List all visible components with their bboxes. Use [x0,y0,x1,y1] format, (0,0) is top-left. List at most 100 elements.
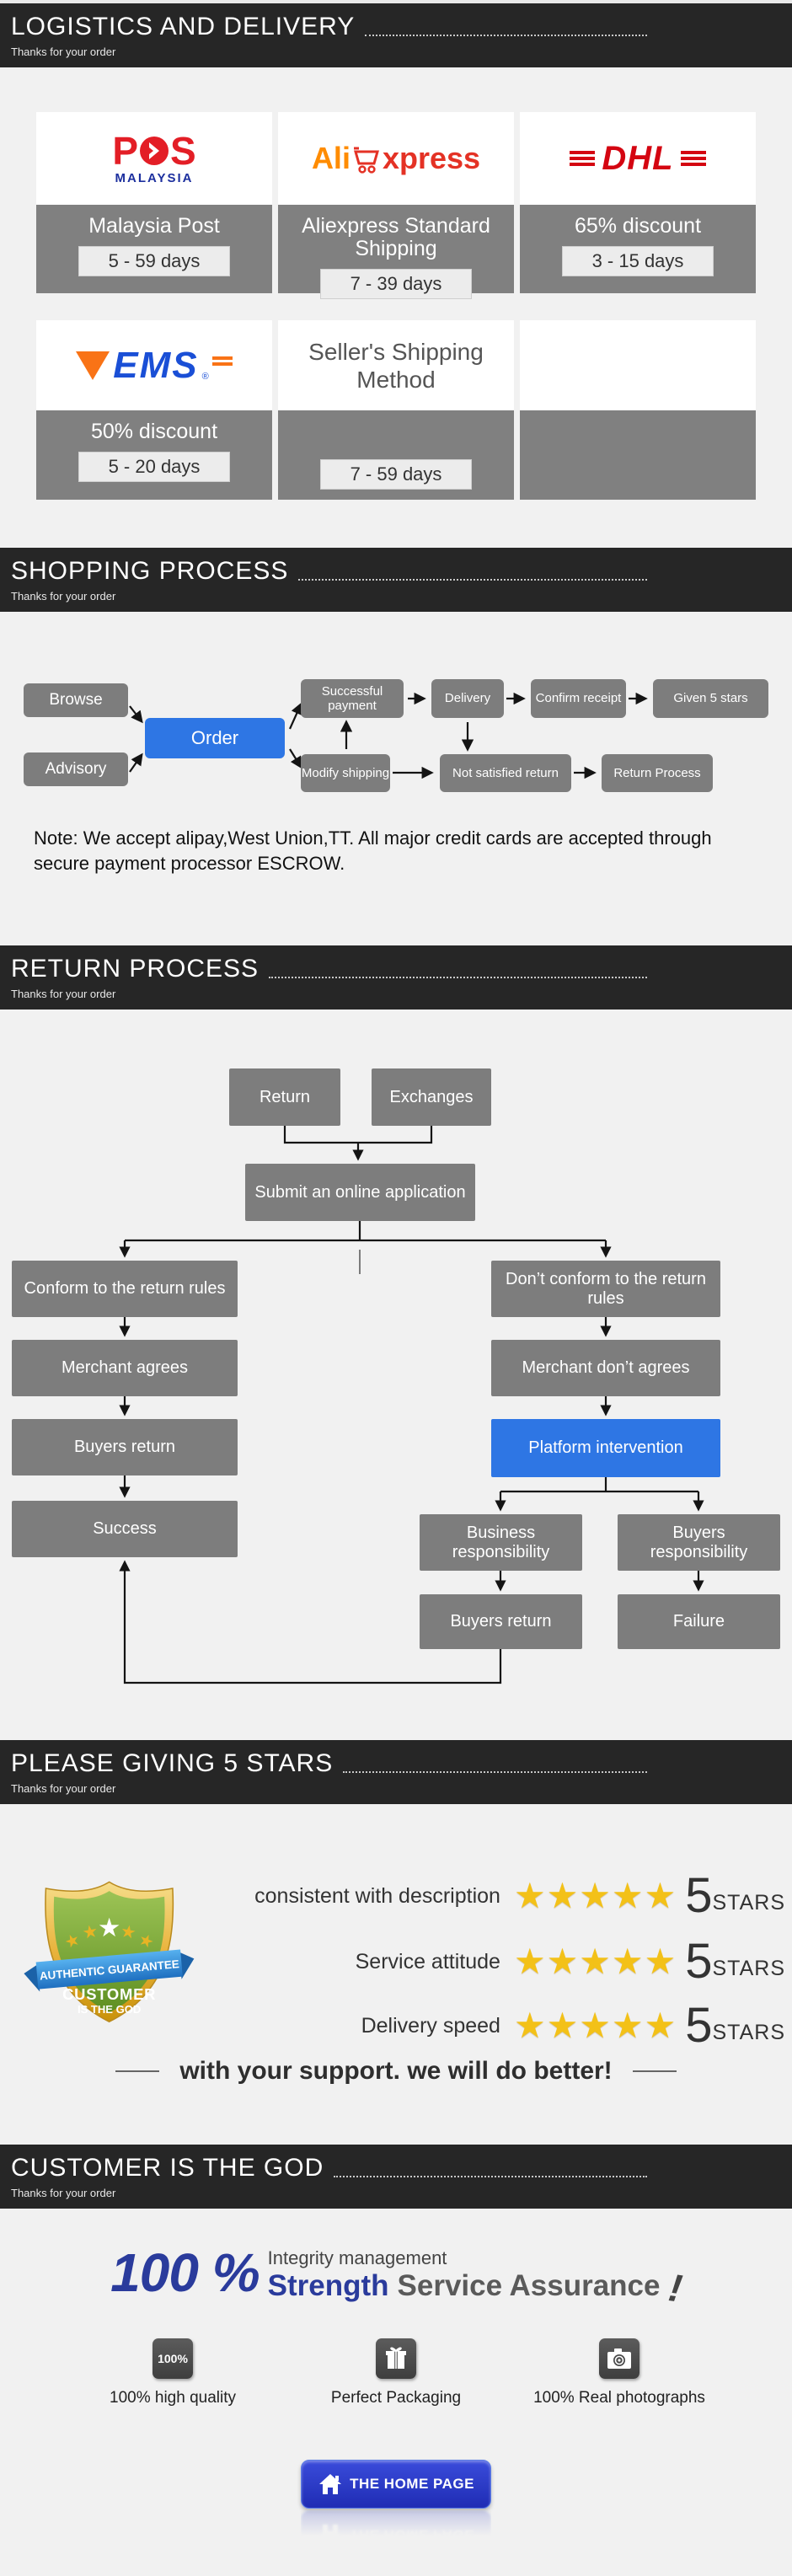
ratings-section: ★ ★ ★ ★ ★ AUTHENTIC GUARANTEE CUSTOMER I… [0,1804,792,2145]
section-subtitle: Thanks for your order [11,2187,116,2199]
star-icon: ★ [644,1876,677,1915]
rating-label: Delivery speed [361,2013,500,2038]
carrier-pos-malaysia: P S MALAYSIA Malaysia Post 5 - 59 days [36,112,272,293]
flow-node-not-conform-rules: Don’t conform to the return rules [491,1261,720,1317]
return-flowchart: Return Exchanges Submit an online applic… [0,1045,792,1702]
rating-score: 5 [685,1868,713,1923]
star-icon: ★ [546,2006,580,2045]
flow-node-business-responsibility: Business responsibility [420,1514,582,1571]
flow-node-merchant-disagrees: Merchant don’t agrees [491,1340,720,1396]
section-header-logistics: LOGISTICS AND DELIVERY Thanks for your o… [0,3,792,67]
badge-line1: CUSTOMER [62,1985,156,2003]
ems-triangle [76,351,110,380]
flow-node-conform-rules: Conform to the return rules [12,1261,238,1317]
feature-label: 100% high quality [110,2389,236,2407]
service-assurance-text: Service Assurance [397,2269,661,2302]
star-icon: ★ [579,1876,612,1915]
star-icon: ★ [644,2006,677,2045]
return-flow-connectors [119,1126,704,1684]
flow-node-delivery: Delivery [431,679,504,718]
flow-node-modify-shipping: Modify shipping [301,754,390,792]
star-icon: ★ [644,1941,677,1981]
pos-letter-s: S [170,128,196,173]
flow-node-order: Order [145,718,285,758]
support-message: with your support. we will do better! [0,2057,792,2086]
dhl-text: DHL [602,139,674,177]
carrier-name: 65% discount [574,214,702,238]
dash-left [115,2070,160,2072]
strength-text: Strength [267,2269,389,2302]
feature-packaging: Perfect Packaging [299,2338,493,2407]
five-stars-icons: ★★★★★ [514,1944,677,1979]
flow-node-success: Success [12,1501,238,1557]
rating-label: consistent with description [254,1883,500,1908]
flow-node-confirm-receipt: Confirm receipt [531,679,626,718]
rating-unit: STARS [712,2020,785,2044]
carrier-seller-shipping: Seller's Shipping Method 7 - 59 days [278,320,514,500]
rating-unit: STARS [712,1890,785,1915]
section-header-stars: PLEASE GIVING 5 STARS Thanks for your or… [0,1740,792,1804]
star-icon: ★ [611,1876,645,1915]
ems-registered-mark: ® [201,371,209,382]
carrier-name: 50% discount [90,420,218,443]
flow-node-given-5-stars: Given 5 stars [653,679,768,718]
pos-chevron-icon [140,136,169,165]
authentic-guarantee-badge: ★ ★ ★ ★ ★ AUTHENTIC GUARANTEE CUSTOMER I… [22,1856,203,2054]
exclamation-mark: ! [665,2265,685,2311]
star-icon: ★ [546,1876,580,1915]
dash-right [632,2070,677,2072]
delivery-days-badge: 3 - 15 days [562,246,714,276]
five-stars-icons: ★★★★★ [514,1878,677,1914]
section-title: PLEASE GIVING 5 STARS [11,1749,334,1777]
flow-node-browse: Browse [24,683,128,717]
feature-icons-row: 100% 100% high quality Perfect Packaging [0,2338,792,2407]
dhl-stripes-right [680,151,706,166]
delivery-days-badge: 5 - 59 days [78,246,230,276]
star-icon: ★ [579,2006,612,2045]
delivery-days-badge: 5 - 20 days [78,452,230,482]
section-header-shopping: SHOPPING PROCESS Thanks for your order [0,548,792,612]
star-icon: ★ [546,1941,580,1981]
logistics-table-row-1: P S MALAYSIA Malaysia Post 5 - 59 days A… [36,112,756,299]
pos-malaysia-logo: P S MALAYSIA [112,128,196,185]
carrier-empty-cell [520,320,756,500]
house-icon [319,2474,342,2494]
section-title: SHOPPING PROCESS [11,557,289,585]
payment-note: Note: We accept alipay,West Union,TT. Al… [34,827,712,874]
flow-node-not-satisfied-return: Not satisfied return [440,754,571,792]
dotted-divider [334,2176,647,2177]
100-percent-icon: 100% [153,2338,193,2379]
rating-unit: STARS [712,1956,785,1980]
section-header-customer: CUSTOMER IS THE GOD Thanks for your orde… [0,2145,792,2209]
feature-high-quality: 100% 100% high quality [46,2338,299,2407]
feature-label: Perfect Packaging [330,2389,462,2407]
flow-node-platform-intervention: Platform intervention [491,1419,720,1477]
flow-node-return-process: Return Process [602,754,713,792]
badge-line2: IS THE GOD [78,2003,141,2016]
ems-logo: EMS ® [76,344,233,387]
pos-malaysia-label: MALAYSIA [115,170,194,185]
ems-text: EMS [113,344,199,386]
pos-letter-p: P [112,128,138,173]
home-page-button[interactable]: THE HOME PAGE [301,2460,491,2509]
shopping-flowchart: Browse Advisory Order Successful payment… [0,612,792,814]
dhl-stripes-left [570,151,596,166]
flow-node-buyers-responsibility: Buyers responsibility [618,1514,780,1571]
carrier-dhl: DHL 65% discount 3 - 15 days [520,112,756,293]
flow-node-advisory: Advisory [24,752,128,786]
dotted-divider [343,1771,647,1773]
section-subtitle: Thanks for your order [11,1782,116,1795]
rating-row-service: Service attitude ★★★★★ 5 STARS [227,1936,785,1988]
rating-score: 5 [685,1934,713,1989]
shield-badge-icon: ★ ★ ★ ★ ★ AUTHENTIC GUARANTEE CUSTOMER I… [24,1881,195,2023]
star-icon: ★ [513,1941,547,1981]
feature-label: 100% Real photographs [533,2389,705,2407]
rating-row-delivery: Delivery speed ★★★★★ 5 STARS [227,2000,785,2052]
home-button-area: THE HOME PAGE THE HOME PAGE [0,2460,792,2541]
flow-node-successful-payment: Successful payment [301,679,404,718]
flow-node-failure: Failure [618,1594,780,1649]
carrier-name: Malaysia Post [88,214,220,238]
carrier-aliexpress: Ali xpress Aliexpress Standard Shipping … [278,112,514,299]
star-icon: ★ [579,1941,612,1981]
shopping-flow-connectors [129,692,648,779]
